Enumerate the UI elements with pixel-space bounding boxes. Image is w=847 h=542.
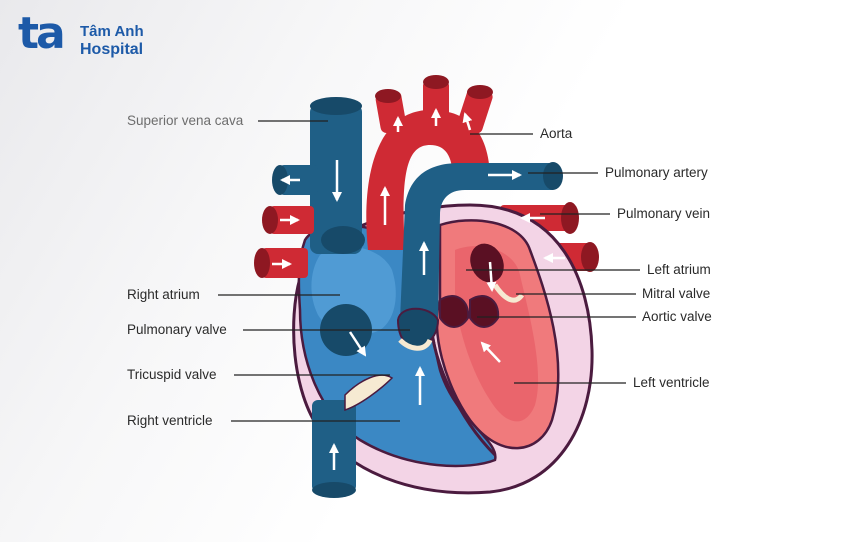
label-left-ventricle: Left ventricle bbox=[633, 375, 710, 390]
label-superior-vena-cava: Superior vena cava bbox=[127, 113, 244, 128]
leader-lines bbox=[218, 120, 640, 422]
flow-arrows bbox=[272, 108, 565, 470]
label-left-atrium: Left atrium bbox=[647, 262, 711, 277]
label-pulmonary-artery: Pulmonary artery bbox=[605, 165, 708, 180]
label-aorta: Aorta bbox=[540, 126, 573, 141]
label-aortic-valve: Aortic valve bbox=[642, 309, 712, 324]
label-pulmonary-valve: Pulmonary valve bbox=[127, 322, 227, 337]
label-tricuspid-valve: Tricuspid valve bbox=[127, 367, 217, 382]
label-mitral-valve: Mitral valve bbox=[642, 286, 711, 301]
label-right-atrium: Right atrium bbox=[127, 287, 200, 302]
logo-mark: ta bbox=[18, 8, 66, 59]
label-pulmonary-vein: Pulmonary vein bbox=[617, 206, 711, 221]
aorta-shape bbox=[366, 110, 491, 250]
logo-name-line1: Tâm Anh bbox=[80, 23, 144, 40]
hospital-logo: ta Tâm Anh Hospital bbox=[18, 8, 168, 64]
logo-name-line2: Hospital bbox=[80, 41, 144, 58]
label-right-ventricle: Right ventricle bbox=[127, 413, 213, 428]
pulmonary-artery-shape bbox=[400, 163, 553, 320]
